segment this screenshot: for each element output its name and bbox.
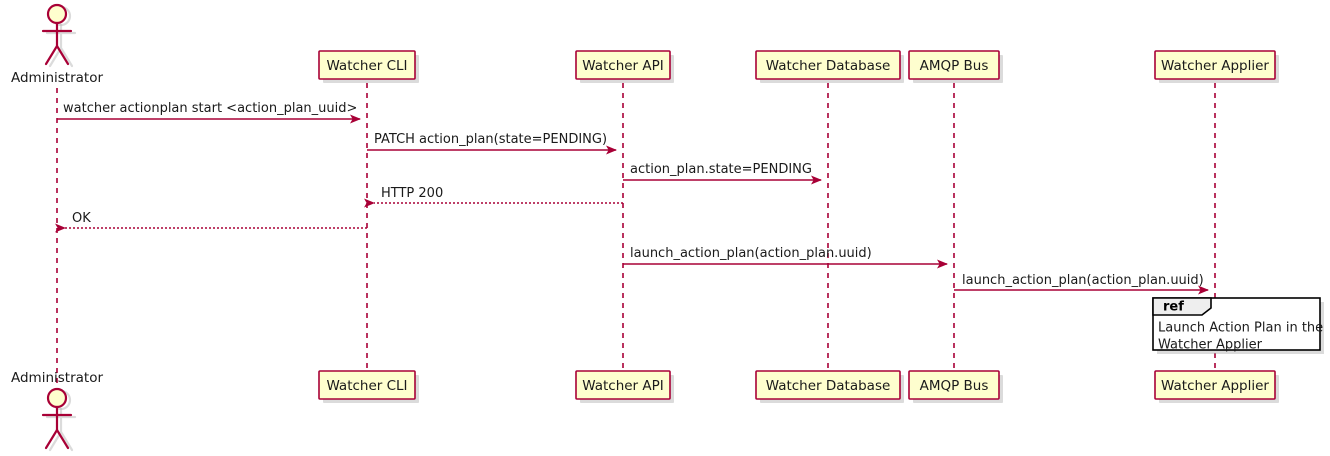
participant-box-watcher-cli-bottom[interactable]: Watcher CLI [318,370,419,403]
lifelines-group [56,83,1216,395]
ref-body-line-1: Launch Action Plan in the [1158,321,1323,336]
message-label: launch_action_plan(action_plan.uuid) [630,246,872,261]
message-1-watcher-actionplan-start[interactable]: watcher actionplan start <action_plan_uu… [57,101,361,124]
box-rect [908,370,1000,400]
actor-label-administrator-top: Administrator [11,70,103,86]
ref-fragment[interactable]: ref Launch Action Plan in the Watcher Ap… [1152,297,1324,354]
participant-box-watcher-cli-top[interactable]: Watcher CLI [318,50,419,83]
participant-label-amqp-bus-top: AMQP Bus [920,58,989,74]
ref-tab-shape [1152,297,1212,316]
ref-body-line-2: Watcher Applier [1158,338,1263,353]
actor-head-icon [46,3,68,25]
participant-label-watcher-applier-bottom: Watcher Applier [1161,378,1269,394]
message-5-ok[interactable]: OK [55,211,367,233]
actor-administrator-top[interactable]: Administrator [11,3,103,86]
message-7-launch-action-plan-amqp-to-applier[interactable]: launch_action_plan(action_plan.uuid) [954,273,1209,295]
box-rect [908,50,1000,80]
box-rect [755,370,901,400]
message-6-launch-action-plan-api-to-amqp[interactable]: launch_action_plan(action_plan.uuid) [623,246,948,269]
message-label: HTTP 200 [381,186,443,201]
participant-label-amqp-bus-bottom: AMQP Bus [920,378,989,394]
box-rect [318,50,416,80]
message-3-action-plan-state-pending[interactable]: action_plan.state=PENDING [623,162,822,185]
box-rect [1154,370,1276,400]
box-rect [1154,50,1276,80]
actor-legs-icon [44,428,70,450]
ref-keyword-label: ref [1163,300,1184,315]
participant-box-watcher-applier-bottom[interactable]: Watcher Applier [1154,370,1279,403]
message-label: PATCH action_plan(state=PENDING) [374,132,607,147]
participant-box-amqp-bus-top[interactable]: AMQP Bus [908,50,1003,83]
actor-legs-icon [44,44,70,66]
participant-box-watcher-api-bottom[interactable]: Watcher API [575,370,674,403]
participant-box-watcher-api-top[interactable]: Watcher API [575,50,674,83]
actor-head-icon [46,387,68,409]
participant-label-watcher-api-top: Watcher API [582,58,664,74]
participant-box-watcher-applier-top[interactable]: Watcher Applier [1154,50,1279,83]
message-label: action_plan.state=PENDING [630,162,812,177]
message-label: launch_action_plan(action_plan.uuid) [962,273,1204,288]
participant-box-watcher-database-bottom[interactable]: Watcher Database [755,370,904,403]
participant-box-watcher-database-top[interactable]: Watcher Database [755,50,904,83]
participant-label-watcher-cli-top: Watcher CLI [326,58,407,74]
message-label: watcher actionplan start <action_plan_uu… [63,101,357,116]
participant-label-watcher-database-bottom: Watcher Database [766,378,891,394]
participant-label-watcher-applier-top: Watcher Applier [1161,58,1269,74]
participant-label-watcher-api-bottom: Watcher API [582,378,664,394]
box-rect [318,370,416,400]
message-label: OK [72,211,91,226]
participant-label-watcher-database-top: Watcher Database [766,58,891,74]
actor-administrator-bottom[interactable]: Administrator [11,370,103,452]
participant-box-amqp-bus-bottom[interactable]: AMQP Bus [908,370,1003,403]
participant-label-watcher-cli-bottom: Watcher CLI [326,378,407,394]
box-rect [755,50,901,80]
box-rect [575,370,671,400]
message-2-patch-action-plan[interactable]: PATCH action_plan(state=PENDING) [367,132,617,155]
actor-label-administrator-bottom: Administrator [11,370,103,386]
box-rect [575,50,671,80]
message-4-http-200[interactable]: HTTP 200 [364,186,623,208]
